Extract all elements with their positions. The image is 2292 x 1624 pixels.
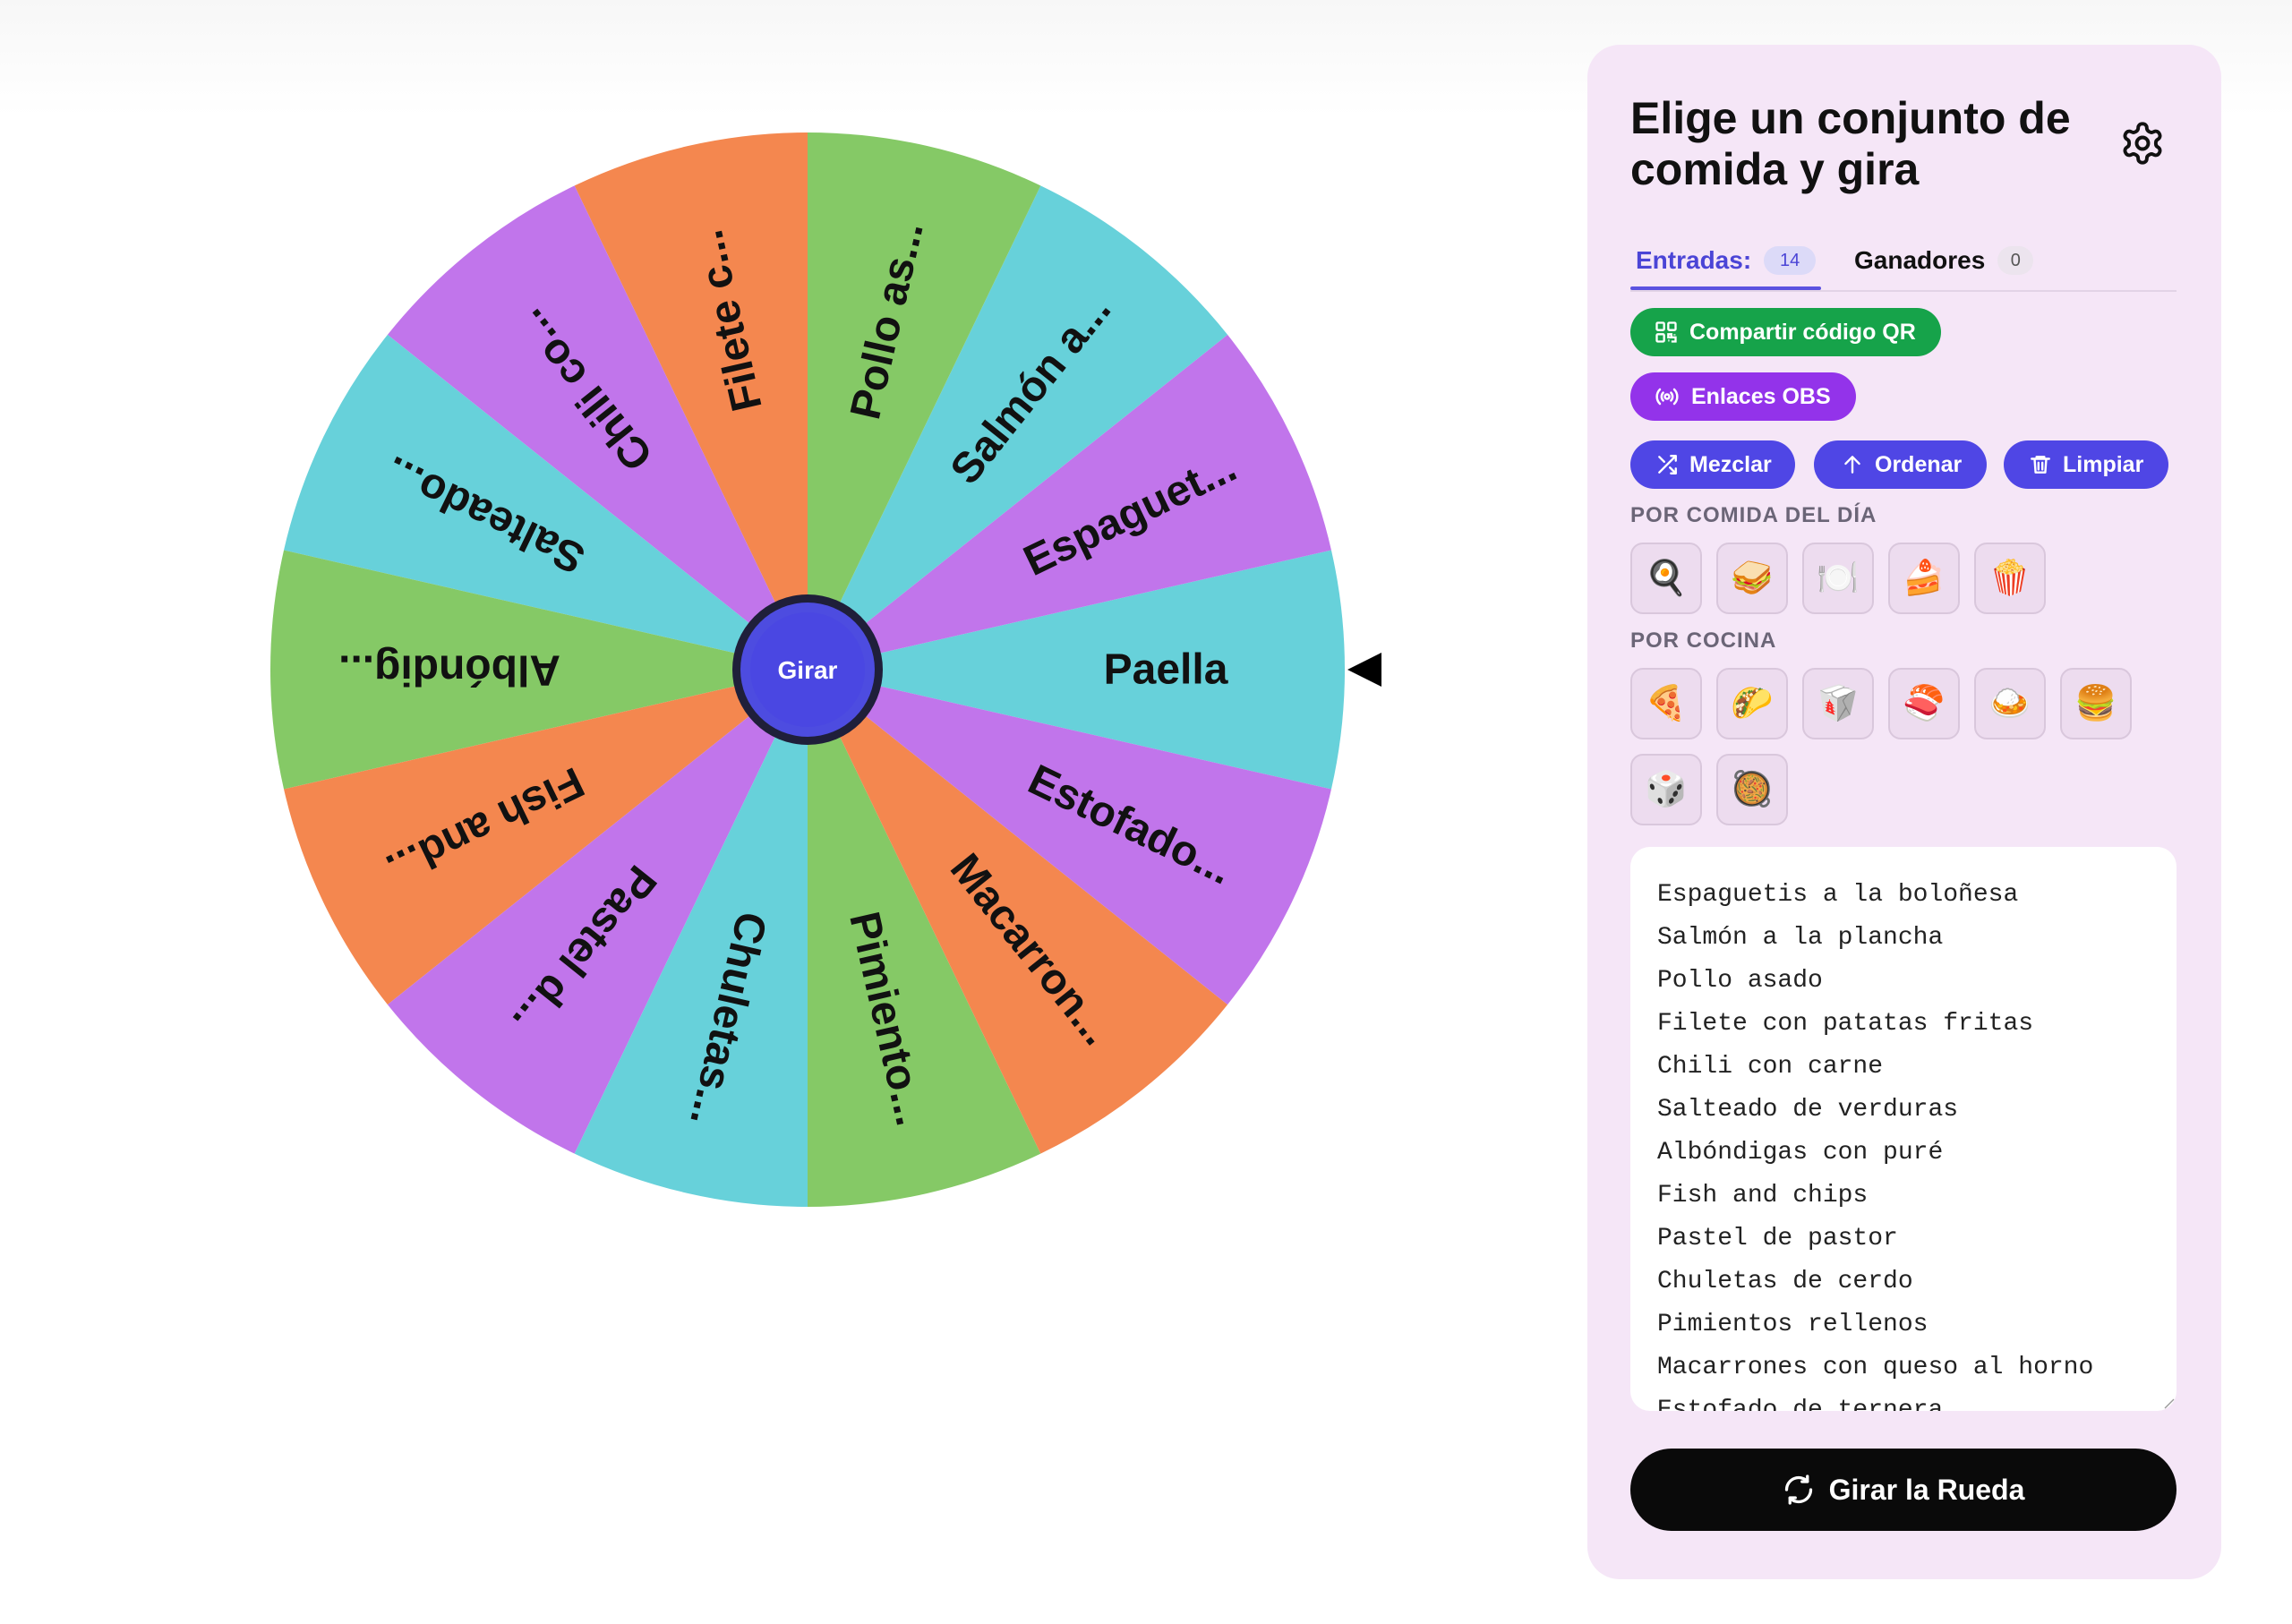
cuisine-preset-button-emoji-icon: 🎲 [1645,771,1688,808]
cuisine-preset-button-0[interactable]: 🍕 [1630,668,1702,739]
resize-handle-icon[interactable] [2160,1395,2175,1409]
wheel-segment [270,550,808,790]
tab-entries-label: Entradas: [1636,246,1752,274]
clear-button[interactable]: Limpiar [2004,440,2169,489]
wheel-segment [387,670,808,1154]
arrow-up-icon [1844,456,1860,474]
tab-entries[interactable]: Entradas: 14 [1629,233,1822,290]
entry-line: Estofado de ternera [1657,1397,1944,1411]
broadcast-icon [1655,388,1679,406]
wheel-segment [808,334,1331,670]
entry-line: Espaguetis a la boloñesa [1657,881,2019,909]
meal-preset-button-emoji-icon: 🍳 [1645,560,1688,597]
trash-icon [2031,456,2050,474]
cuisine-preset-button-emoji-icon: 🥡 [1817,685,1860,722]
meal-preset-button-emoji-icon: 🍿 [1988,560,2031,597]
qr-code-icon [1655,321,1677,343]
wheel-segment [284,334,808,670]
cuisine-preset-button-6[interactable]: 🎲 [1630,754,1702,825]
shuffle-button[interactable]: Mezclar [1630,440,1795,489]
meal-preset-button-3[interactable]: 🍰 [1888,543,1960,614]
meal-preset-button-emoji-icon: 🥪 [1731,560,1774,597]
meal-preset-button-emoji-icon: 🍰 [1903,560,1946,597]
entry-line: Pimientos rellenos [1657,1311,1929,1338]
wheel-segment [808,670,1331,1005]
cuisine-preset-button-emoji-icon: 🍔 [2074,685,2117,722]
tab-winners-label: Ganadores [1854,246,1986,274]
center-spin-button[interactable]: Girar [732,594,883,745]
entry-line: Pollo asado [1657,967,1823,995]
refresh-icon [1784,1474,1812,1505]
meal-preset-button-1[interactable]: 🥪 [1716,543,1788,614]
sort-button[interactable]: Ordenar [1814,440,1988,489]
shuffle-label: Mezclar [1689,451,1772,477]
entry-line: Pastel de pastor [1657,1225,1898,1252]
entry-line: Chuletas de cerdo [1657,1268,1913,1295]
wheel-segment [808,185,1228,670]
by-meal-heading: POR COMIDA DEL DÍA [1630,503,1877,527]
wheel-segment-label: Albóndig... [338,646,560,694]
wheel-segment [387,185,808,670]
entry-line: Filete con patatas fritas [1657,1010,2034,1038]
wheel-segment [808,132,1041,670]
wheel-segment [808,670,1228,1154]
cuisine-preset-button-2[interactable]: 🥡 [1802,668,1874,739]
sort-label: Ordenar [1875,451,1963,477]
wheel-segment-label: Paella [1104,646,1228,694]
entry-line: Salteado de verduras [1657,1096,1959,1124]
panel-tabs: Entradas: 14 Ganadores 0 [1629,233,2177,292]
meal-preset-button-emoji-icon: 🍽️ [1817,560,1860,597]
cuisine-preset-button-emoji-icon: 🍕 [1645,685,1688,722]
spin-wheel-label: Girar la Rueda [1828,1473,2025,1506]
wheel-segment [574,670,808,1207]
share-qr-label: Compartir código QR [1689,319,1916,345]
clear-label: Limpiar [2063,451,2144,477]
center-spin-label: Girar [778,656,838,684]
control-panel: Elige un conjunto de comida y gira Entra… [1587,45,2221,1579]
entry-line: Albóndigas con puré [1657,1139,1944,1167]
shuffle-icon [1658,455,1677,474]
spin-wheel-button[interactable]: Girar la Rueda [1630,1449,2177,1531]
wheel-segment [808,670,1041,1207]
cuisine-preset-button-7[interactable]: 🥘 [1716,754,1788,825]
meal-preset-button-0[interactable]: 🍳 [1630,543,1702,614]
wheel-pointer-icon [1347,653,1381,687]
entry-line: Chili con carne [1657,1053,1884,1081]
cuisine-preset-button-5[interactable]: 🍔 [2060,668,2132,739]
cuisine-preset-button-emoji-icon: 🥘 [1731,771,1774,808]
wheel-segment [808,550,1345,790]
obs-links-button[interactable]: Enlaces OBS [1630,372,1856,421]
tab-winners[interactable]: Ganadores 0 [1854,233,2034,288]
wheel-segments[interactable] [270,132,1345,1207]
cuisine-preset-button-4[interactable]: 🍛 [1974,668,2046,739]
meal-preset-button-4[interactable]: 🍿 [1974,543,2046,614]
wheel-segment [284,670,808,1005]
entry-line: Macarrones con queso al horno [1657,1354,2094,1381]
entry-line: Salmón a la plancha [1657,924,1944,952]
entry-line: Fish and chips [1657,1182,1869,1209]
by-cuisine-heading: POR COCINA [1630,628,1777,653]
cuisine-preset-button-emoji-icon: 🍣 [1903,685,1946,722]
share-qr-button[interactable]: Compartir código QR [1630,308,1941,356]
obs-links-label: Enlaces OBS [1691,383,1831,409]
entries-count-badge: 14 [1764,246,1817,275]
cuisine-preset-button-emoji-icon: 🍛 [1988,685,2031,722]
cuisine-preset-button-3[interactable]: 🍣 [1888,668,1960,739]
cuisine-preset-button-emoji-icon: 🌮 [1731,685,1774,722]
panel-title: Elige un conjunto de comida y gira [1630,93,2071,194]
meal-preset-button-2[interactable]: 🍽️ [1802,543,1874,614]
winners-count-badge: 0 [1997,246,2034,275]
wheel-segment [574,132,808,670]
settings-gear-icon[interactable] [2119,120,2166,167]
cuisine-preset-button-1[interactable]: 🌮 [1716,668,1788,739]
